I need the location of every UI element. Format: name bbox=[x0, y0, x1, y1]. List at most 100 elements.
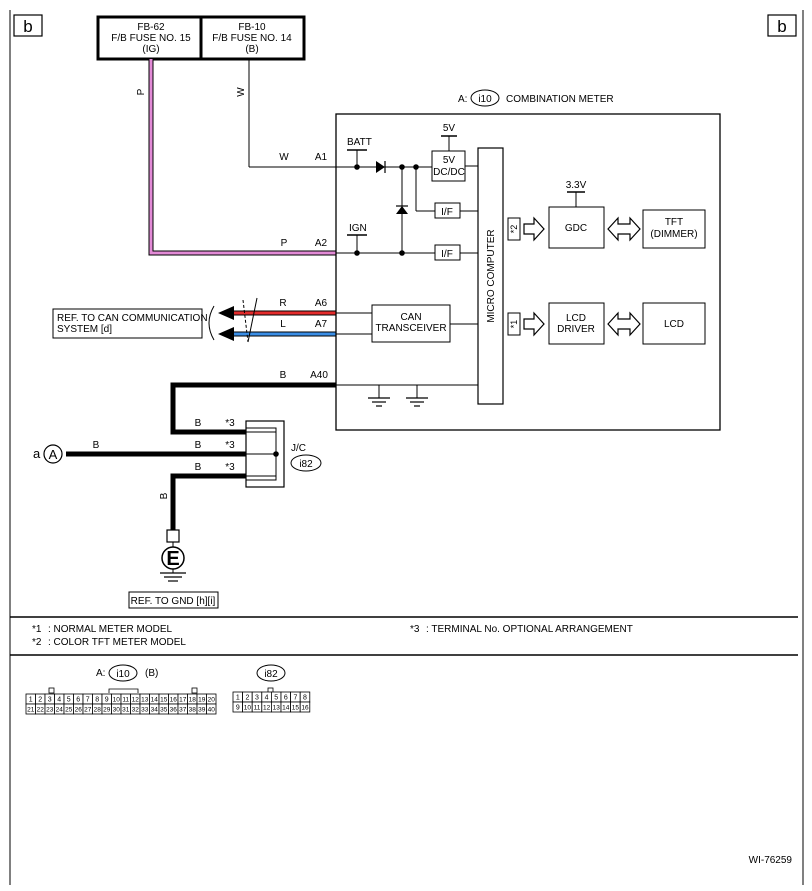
pin-cell bbox=[299, 701, 311, 713]
pin-number: 32 bbox=[132, 707, 140, 714]
i10-key-right bbox=[191, 687, 198, 694]
pin-number: 13 bbox=[141, 697, 149, 704]
pin-number: 16 bbox=[170, 697, 178, 704]
wire-b-label-jc2: B bbox=[195, 440, 202, 451]
pin-number: 2 bbox=[245, 695, 249, 702]
i10-suffix: (B) bbox=[145, 668, 158, 679]
dcdc-label-top: 5V bbox=[443, 155, 456, 166]
pin-number: 26 bbox=[75, 707, 83, 714]
if-label-2: I/F bbox=[441, 249, 453, 260]
wire-p-label-vertical: P bbox=[136, 88, 147, 95]
pin-number: 39 bbox=[198, 707, 206, 714]
lcd-driver-line2: DRIVER bbox=[557, 324, 595, 335]
pin-cell bbox=[206, 703, 217, 715]
note-2-mark: *2 bbox=[32, 637, 42, 648]
pin-number: 29 bbox=[103, 707, 111, 714]
pin-number: 4 bbox=[57, 697, 61, 704]
pin-number: 15 bbox=[160, 697, 168, 704]
corner-label-right: b bbox=[777, 17, 786, 36]
note-1-mark: *1 bbox=[32, 624, 42, 635]
note-3-text: : TERMINAL No. OPTIONAL ARRANGEMENT bbox=[426, 624, 633, 635]
meter-connector-id: i10 bbox=[478, 94, 492, 105]
v33-label: 3.3V bbox=[566, 180, 587, 191]
meter-connector-badge bbox=[470, 89, 500, 107]
pin-number: 6 bbox=[76, 697, 80, 704]
lcd-driver-line1: LCD bbox=[566, 313, 586, 324]
can-ref-line1: REF. TO CAN COMMUNICATION bbox=[57, 313, 208, 324]
pin-number: 14 bbox=[282, 705, 290, 712]
note-1-text: : NORMAL METER MODEL bbox=[48, 624, 173, 635]
joint-connector: J/C i82 bbox=[245, 420, 322, 488]
ground-e-letter: E bbox=[166, 548, 179, 570]
pin-number: 35 bbox=[160, 707, 168, 714]
pin-number: 19 bbox=[198, 697, 206, 704]
tft-label-line2: (DIMMER) bbox=[650, 229, 697, 240]
note-2-text: : COLOR TFT METER MODEL bbox=[48, 637, 186, 648]
pin-number: 17 bbox=[179, 697, 187, 704]
i10-key-center bbox=[108, 688, 139, 693]
pin-number: 20 bbox=[208, 697, 216, 704]
ground-e-symbol bbox=[160, 546, 186, 582]
ground-ref-box bbox=[128, 591, 219, 609]
star1-mark: *1 bbox=[509, 320, 519, 329]
dcdc-label-bottom: DC/DC bbox=[433, 167, 465, 178]
jc-connector-id: i82 bbox=[299, 459, 313, 470]
jc-label: J/C bbox=[291, 443, 306, 454]
point-a-symbol: A bbox=[49, 447, 58, 462]
pin-number: 4 bbox=[265, 695, 269, 702]
micro-computer-label: MICRO COMPUTER bbox=[486, 229, 497, 322]
pin-a6-label: A6 bbox=[315, 298, 328, 309]
wire-l-label: L bbox=[280, 319, 286, 330]
can-bus-wires: R A6 L A7 bbox=[208, 297, 336, 343]
wire-p-label: P bbox=[281, 238, 288, 249]
wire-b-label-left: B bbox=[93, 440, 100, 451]
i10-name: i10 bbox=[116, 669, 130, 680]
pin-number: 23 bbox=[46, 707, 54, 714]
pin-number: 37 bbox=[179, 707, 187, 714]
fuse-2-name: F/B FUSE NO. 14 bbox=[212, 33, 292, 44]
pin-number: 2 bbox=[38, 697, 42, 704]
pin-a1-label: A1 bbox=[315, 152, 328, 163]
pin-number: 12 bbox=[263, 705, 271, 712]
star3-mark-2: *3 bbox=[225, 440, 235, 451]
can-transceiver-line1: CAN bbox=[400, 312, 421, 323]
wire-w-label: W bbox=[279, 152, 289, 163]
fuse-1-supply: (IG) bbox=[142, 44, 159, 55]
pin-number: 11 bbox=[122, 697, 129, 704]
corner-label-left: b bbox=[23, 17, 32, 36]
pin-number: 5 bbox=[274, 695, 278, 702]
pin-number: 6 bbox=[284, 695, 288, 702]
combination-meter-box bbox=[335, 113, 721, 431]
pin-number: 38 bbox=[189, 707, 197, 714]
pin-number: 27 bbox=[84, 707, 92, 714]
pin-number: 25 bbox=[65, 707, 73, 714]
wire-b-label-top: B bbox=[280, 370, 287, 381]
meter-title: COMBINATION METER bbox=[506, 94, 614, 105]
pin-number: 34 bbox=[151, 707, 159, 714]
lcd-label: LCD bbox=[664, 319, 684, 330]
fuse-2-id: FB-10 bbox=[238, 22, 266, 33]
meter-internal-circuit bbox=[336, 135, 706, 407]
pin-number: 9 bbox=[236, 705, 240, 712]
pin-number: 8 bbox=[95, 697, 99, 704]
pin-number: 7 bbox=[293, 695, 297, 702]
tft-label-line1: TFT bbox=[665, 217, 683, 228]
pin-number: 33 bbox=[141, 707, 149, 714]
pin-a7-label: A7 bbox=[315, 319, 328, 330]
pin-number: 31 bbox=[122, 707, 130, 714]
wire-r-label: R bbox=[279, 298, 286, 309]
can-ref-line2: SYSTEM [d] bbox=[57, 324, 112, 335]
pin-number: 15 bbox=[292, 705, 300, 712]
i82-name: i82 bbox=[264, 669, 278, 680]
point-a-label: a bbox=[33, 446, 41, 461]
pin-number: 1 bbox=[29, 697, 33, 704]
i82-badge bbox=[256, 664, 286, 682]
pin-number: 24 bbox=[56, 707, 64, 714]
fuse-1-name: F/B FUSE NO. 15 bbox=[111, 33, 191, 44]
wire-w-label-vertical: W bbox=[236, 87, 247, 97]
star3-mark-3: *3 bbox=[225, 462, 235, 473]
fuse-2-supply: (B) bbox=[245, 44, 258, 55]
pin-number: 3 bbox=[255, 695, 259, 702]
